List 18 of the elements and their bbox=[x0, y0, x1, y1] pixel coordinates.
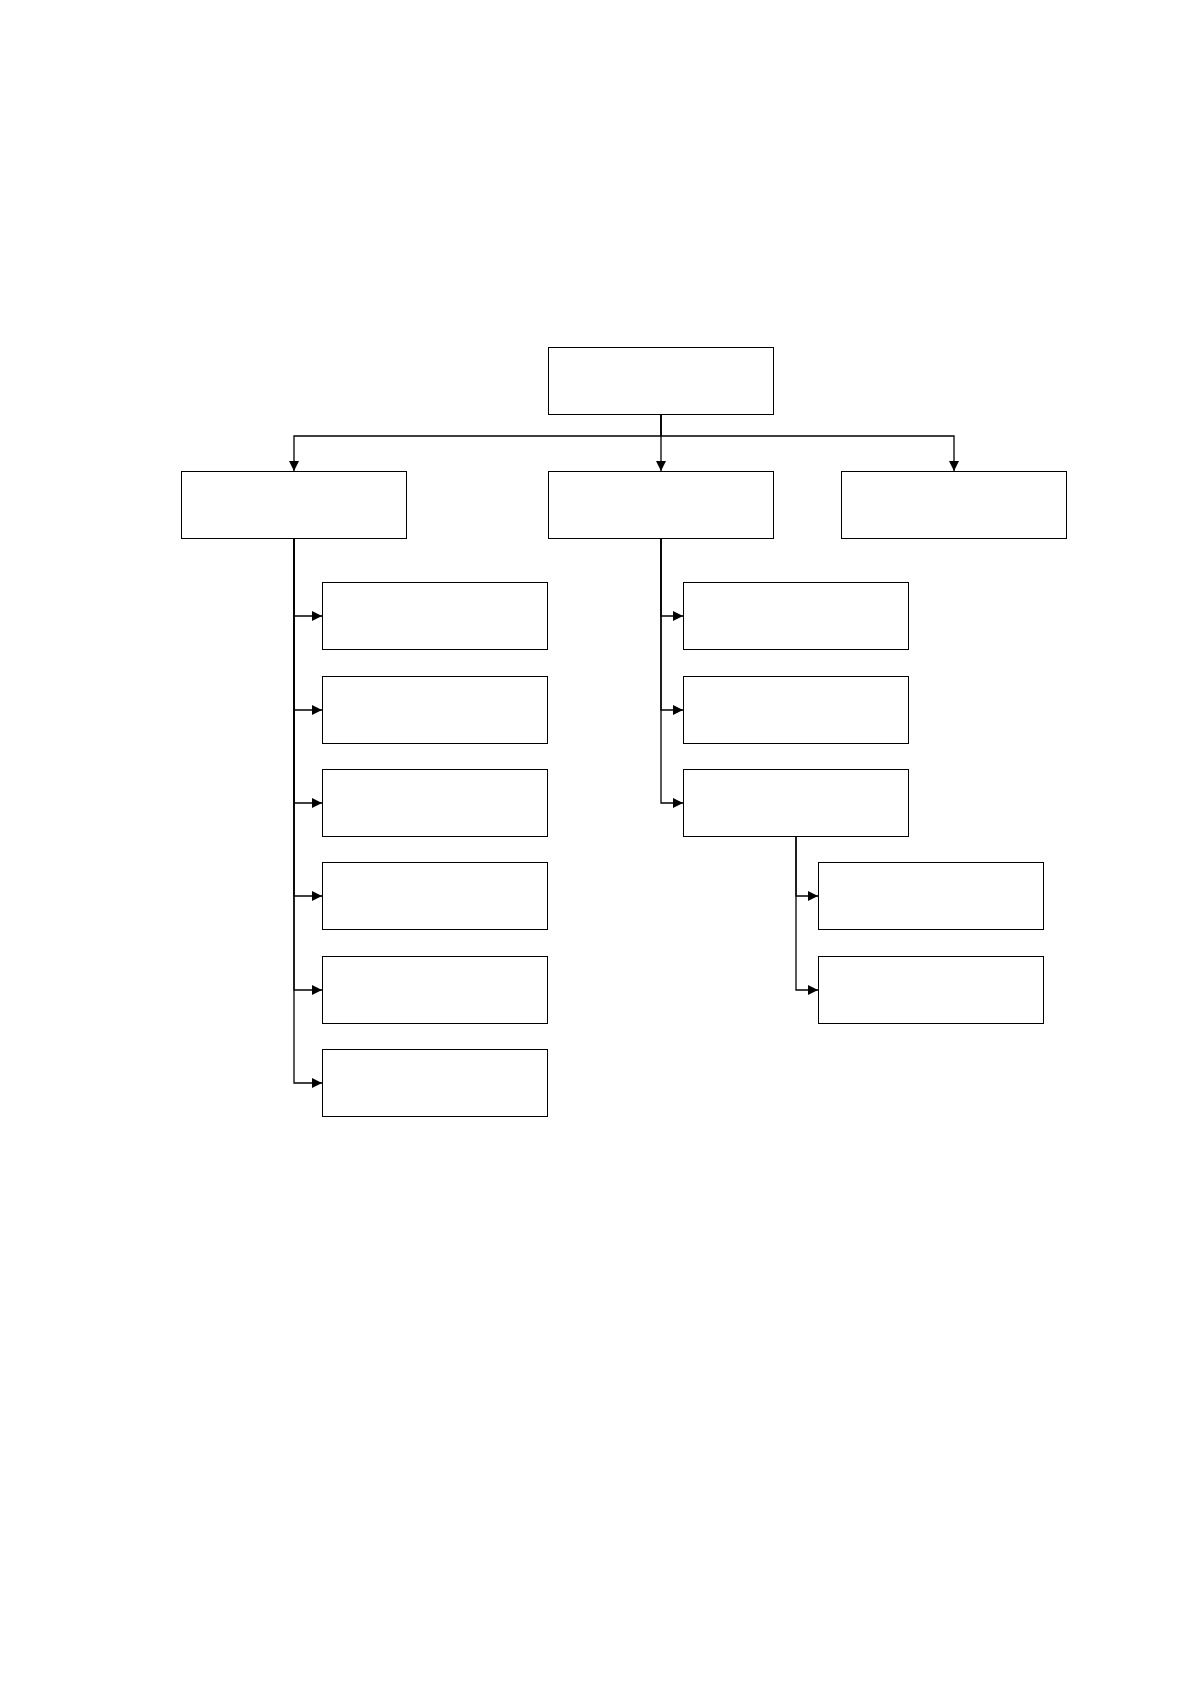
org-chart-box bbox=[322, 582, 548, 650]
org-chart-box bbox=[322, 1049, 548, 1117]
org-chart-box bbox=[683, 676, 909, 744]
org-chart-box bbox=[322, 769, 548, 837]
connector-arrow bbox=[660, 538, 684, 808]
org-chart-box bbox=[818, 956, 1044, 1024]
org-chart-box bbox=[322, 956, 548, 1024]
org-chart-box bbox=[181, 471, 407, 539]
org-chart-box bbox=[683, 582, 909, 650]
org-chart-box bbox=[322, 676, 548, 744]
org-chart-box bbox=[841, 471, 1067, 539]
org-chart-box bbox=[683, 769, 909, 837]
connector-arrow bbox=[795, 836, 819, 995]
org-chart-box bbox=[548, 347, 774, 415]
org-chart-box bbox=[322, 862, 548, 930]
connector-arrow bbox=[660, 414, 959, 472]
org-chart-box bbox=[548, 471, 774, 539]
org-chart-box bbox=[818, 862, 1044, 930]
